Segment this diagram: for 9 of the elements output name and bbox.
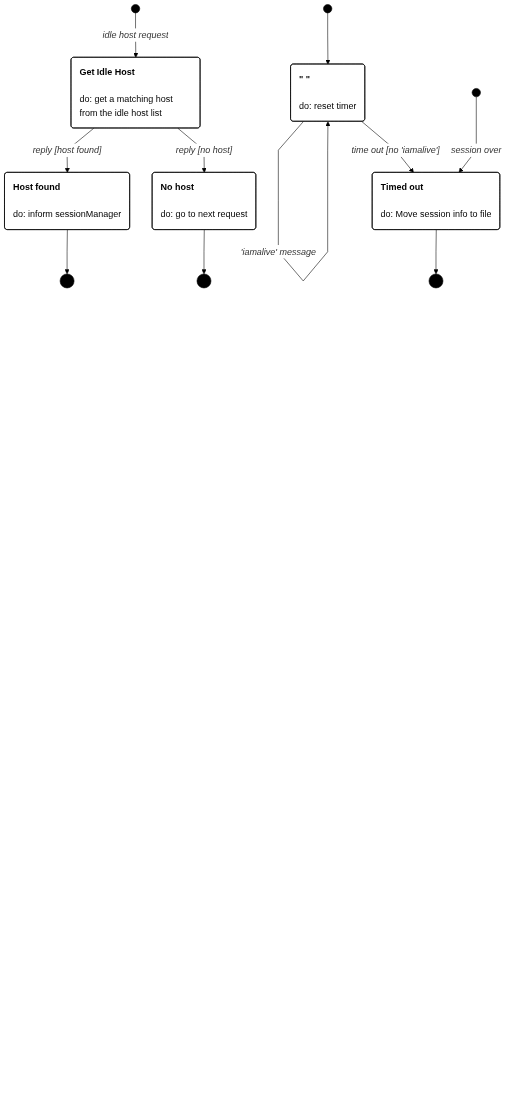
edge-label: reply [host found] — [32, 145, 102, 155]
edge-label: 'iamalive' message — [240, 246, 316, 257]
edge-label: idle host request — [102, 30, 169, 40]
edge-label: time out [no 'iamalive'] — [351, 145, 440, 155]
node-circle — [323, 4, 333, 14]
edge-label: session over — [451, 145, 502, 155]
node-circle — [471, 88, 481, 98]
node-circle — [131, 4, 141, 14]
edge-label: reply [no host] — [175, 145, 233, 155]
